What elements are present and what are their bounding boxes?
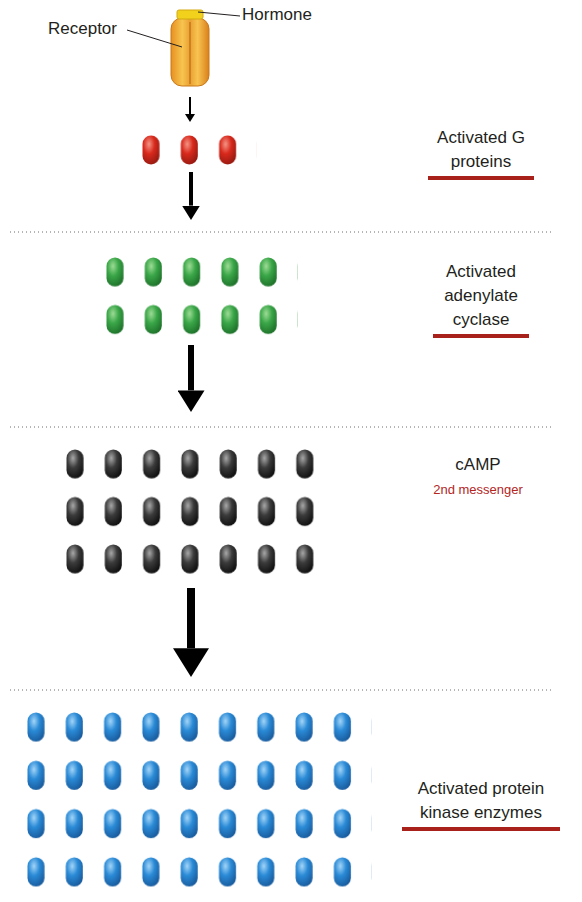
cascade-arrow <box>189 172 193 206</box>
separator-line <box>10 690 553 691</box>
adenylate-cyclase-group <box>106 257 298 335</box>
tier-label: Activated protein kinase enzymes <box>402 777 560 831</box>
receptor-groove <box>189 22 191 84</box>
receptor-protein <box>171 18 209 86</box>
tier-label: cAMP <box>423 454 533 476</box>
camp-tier: cAMP 2nd messenger <box>60 443 560 578</box>
tier-label: Activated G proteins <box>428 126 534 180</box>
g-protein-tier: Activated G proteins <box>130 125 560 172</box>
camp-group <box>66 449 334 575</box>
part-name: Receptor <box>48 19 117 39</box>
tier-sublabel: 2nd messenger <box>408 481 548 498</box>
part-name: Hormone <box>242 5 312 25</box>
tier-label: Activated adenylate cyclase <box>433 260 529 338</box>
leader-line <box>198 12 240 16</box>
protein-kinase-tier: Activated protein kinase enzymes <box>20 705 565 892</box>
adenylate-cyclase-tier: Activated adenylate cyclase <box>95 250 560 340</box>
separator-line <box>10 427 553 428</box>
separator-line <box>10 232 553 233</box>
hormone-molecule <box>177 10 203 19</box>
protein-kinase-group <box>27 712 372 888</box>
activation-arrow <box>189 97 191 114</box>
cascade-arrow <box>188 345 194 390</box>
g-protein-group <box>142 135 257 166</box>
cascade-arrow <box>187 588 195 648</box>
leader-line <box>127 30 182 47</box>
